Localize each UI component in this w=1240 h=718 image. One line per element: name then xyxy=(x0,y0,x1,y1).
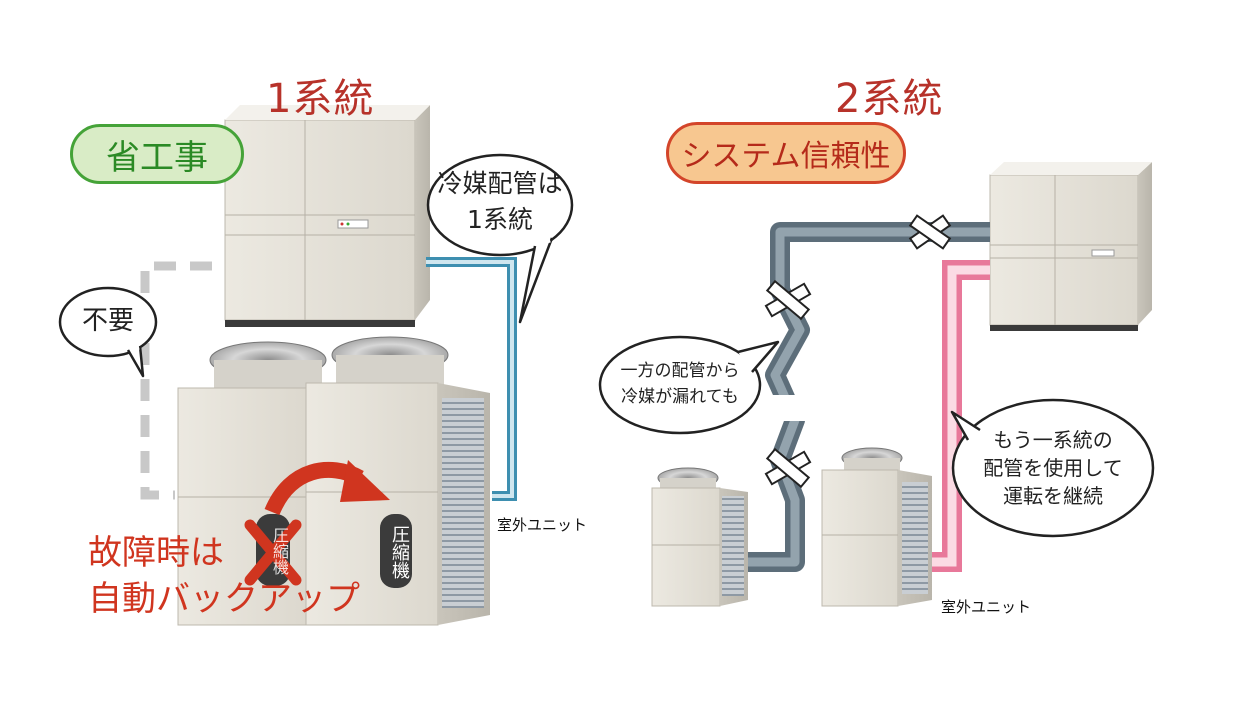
bubble-pipe-text: 冷媒配管は 1系統 xyxy=(428,166,572,238)
bubble-continue-line-1: もう一系統の xyxy=(993,428,1113,452)
compressor-right-active xyxy=(380,514,412,588)
bubble-leak xyxy=(598,335,780,435)
bubble-unneeded-text: 不要 xyxy=(81,306,134,336)
leak-mark-icon xyxy=(764,447,812,489)
right-title: 2系統 xyxy=(835,76,944,122)
badge-system-reliability: システム信頼性 xyxy=(666,122,906,184)
bubble-continue-line-2: 配管を使用して xyxy=(983,456,1123,480)
backup-text: 故障時は 自動バックアップ xyxy=(88,530,360,622)
bubble-pipe-line-1: 冷媒配管は xyxy=(437,169,563,198)
bubble-continue-text: もう一系統の 配管を使用して 運転を継続 xyxy=(960,426,1146,510)
bubble-leak-line-1: 一方の配管から xyxy=(620,361,740,381)
bubble-continue xyxy=(950,398,1155,538)
outdoor-unit-label-right: 室外ユニット xyxy=(941,598,1032,616)
unneeded-pipe-dashed xyxy=(140,261,212,500)
left-title: 1系統 xyxy=(266,76,375,122)
outdoor-unit-label-left: 室外ユニット xyxy=(497,516,588,534)
outdoor-unit-left-a xyxy=(177,341,354,626)
bubble-continue-line-3: 運転を継続 xyxy=(1003,484,1103,508)
outdoor-unit-right-a xyxy=(651,467,748,607)
leak-mark-icon xyxy=(764,279,812,321)
indoor-unit-left xyxy=(224,105,430,327)
compressor-right-label: 圧縮機 xyxy=(389,525,410,579)
refrigerant-pipe-gray xyxy=(748,222,990,572)
bubble-pipe-line-2: 1系統 xyxy=(467,205,533,234)
outdoor-unit-right-b xyxy=(821,447,932,607)
leak-mark-icon xyxy=(908,214,952,250)
compressor-left-label: 圧縮機 xyxy=(270,527,289,575)
refrigerant-pipe-pink xyxy=(932,260,990,572)
bubble-leak-line-2: 冷媒が漏れても xyxy=(621,387,739,407)
backup-line-2: 自動バックアップ xyxy=(88,579,360,619)
backup-line-1: 故障時は xyxy=(88,533,224,573)
bubble-pipe-single xyxy=(426,153,574,324)
badge-less-construction: 省工事 xyxy=(70,124,244,184)
indoor-unit-right xyxy=(989,162,1152,331)
failure-x-icon xyxy=(244,519,302,586)
refrigerant-pipe-single xyxy=(426,257,517,501)
bubble-unneeded xyxy=(58,286,158,378)
outdoor-unit-left-b xyxy=(305,336,490,626)
bubble-leak-text: 一方の配管から 冷媒が漏れても xyxy=(600,358,760,410)
